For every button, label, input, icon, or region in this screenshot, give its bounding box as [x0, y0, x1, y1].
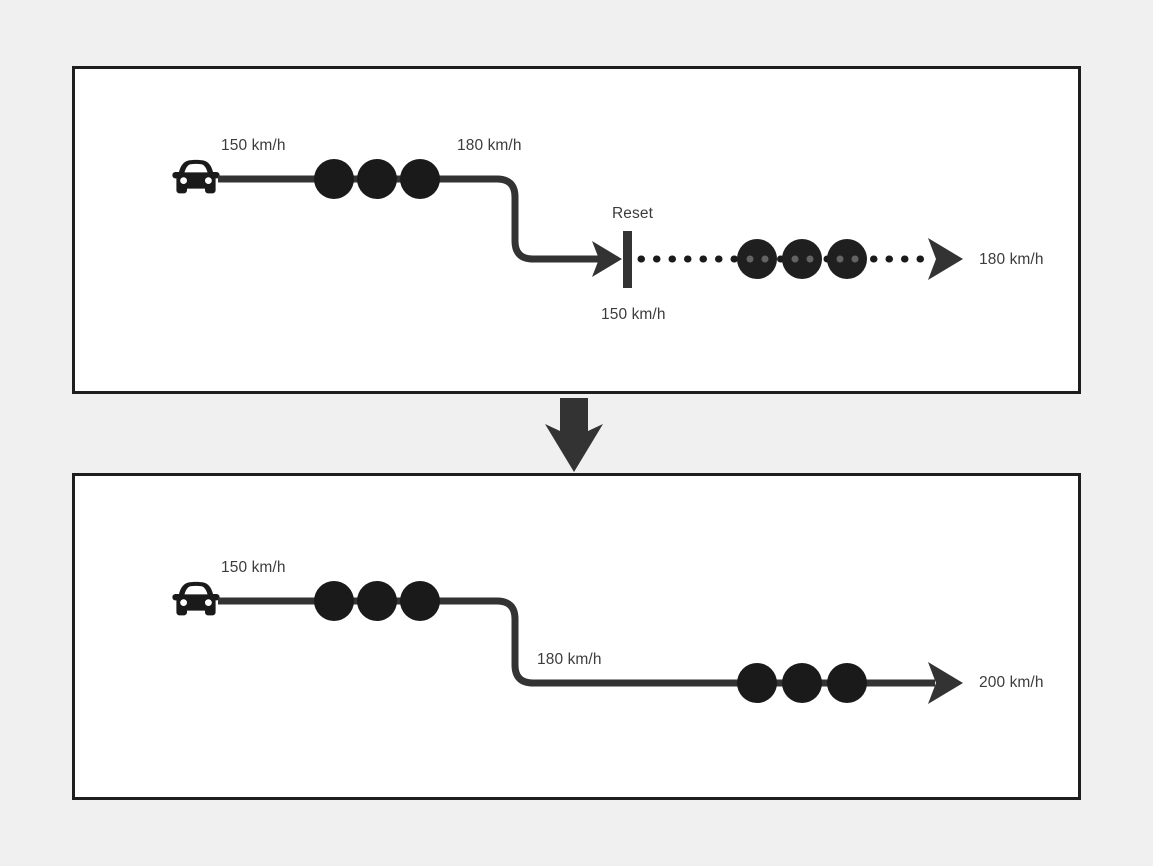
panel-before	[72, 66, 1081, 394]
label-before-bend-speed: 180 km/h	[457, 137, 522, 154]
label-reset: Reset	[612, 205, 653, 222]
panel-after	[72, 473, 1081, 800]
label-after-start-speed: 150 km/h	[221, 559, 286, 576]
label-after-end-speed: 200 km/h	[979, 674, 1044, 691]
label-before-reset-speed: 150 km/h	[601, 306, 666, 323]
label-before-end-speed: 180 km/h	[979, 251, 1044, 268]
label-after-bend-speed: 180 km/h	[537, 651, 602, 668]
down-arrow-icon	[545, 398, 603, 472]
label-before-start-speed: 150 km/h	[221, 137, 286, 154]
